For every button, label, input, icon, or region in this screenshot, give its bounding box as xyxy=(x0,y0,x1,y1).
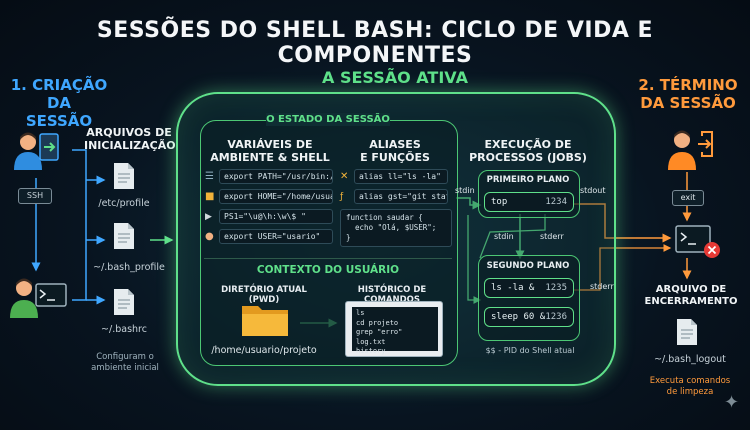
file-icon xyxy=(676,318,698,350)
var-user: export USER="usario" xyxy=(219,229,333,244)
logout-file-title-line2: ENCERRAMENTO xyxy=(644,296,738,307)
function-icon: ƒ xyxy=(340,191,344,202)
job-cmd: ls -la & xyxy=(491,283,535,293)
job-pid: 1234 xyxy=(545,197,567,207)
job-cmd: sleep 60 & xyxy=(491,312,546,322)
list-icon: ☰ xyxy=(205,171,214,182)
job-top: top 1234 xyxy=(484,192,574,212)
ssh-badge: SSH xyxy=(18,188,52,204)
creation-footer: Configuram o ambiente inicial xyxy=(84,352,166,374)
creation-heading: 1. CRIAÇÃO DA SESSÃO xyxy=(4,76,114,130)
aliases-title-line1: ALIASES xyxy=(369,138,421,151)
history-item: history xyxy=(356,347,386,355)
termination-heading-line1: 2. TÉRMINO xyxy=(638,76,738,94)
aliases-title-line2: E FUNÇÕES xyxy=(360,151,430,164)
creation-footer-line1: Configuram o xyxy=(96,352,154,362)
var-item: ▶ PS1="\u@\h:\w\$ " xyxy=(205,209,333,224)
job-pid: 1236 xyxy=(545,312,567,322)
termination-heading: 2. TÉRMINO DA SESSÃO xyxy=(630,76,746,112)
vars-list: ☰ export PATH="/usr/bin:/bin" ■ export H… xyxy=(205,169,333,244)
file-etc-profile: /etc/profile xyxy=(98,198,150,209)
creation-heading-line1: 1. CRIAÇÃO DA xyxy=(10,76,108,112)
history-item: cd projeto xyxy=(356,318,399,327)
exit-badge: exit xyxy=(672,190,704,206)
history-title: HISTÓRICO DE COMANDOS xyxy=(357,285,427,305)
creation-footer-line2: ambiente inicial xyxy=(91,363,159,373)
context-title: CONTEXTO DO USUÁRIO xyxy=(256,264,400,276)
file-icon xyxy=(113,222,135,254)
stdin-label-2: stdin xyxy=(494,232,514,241)
job-cmd: top xyxy=(491,197,508,207)
session-heading: A SESSÃO ATIVA xyxy=(322,68,468,87)
background-title: SEGUNDO PLANO xyxy=(486,261,570,271)
init-files-title: ARQUIVOS DE INICIALIZAÇÃO xyxy=(84,126,176,152)
termination-heading-line2: DA SESSÃO xyxy=(640,94,736,112)
stderr-label: stderr xyxy=(540,232,564,241)
vars-title-line2: AMBIENTE & SHELL xyxy=(210,151,330,164)
file-icon xyxy=(113,288,135,320)
foreground-title: PRIMEIRO PLANO xyxy=(486,175,570,185)
aliases-list: ✕ alias ll="ls -la" ƒ alias gst="git sta… xyxy=(340,169,452,247)
sparkle-icon: ✦ xyxy=(724,392,740,413)
jobs-title-line1: EXECUÇÃO DE xyxy=(484,138,572,151)
var-ps1: PS1="\u@\h:\w\$ " xyxy=(219,209,333,224)
file-bash-logout: ~/.bash_logout xyxy=(654,354,726,365)
alias-item: ƒ alias gst="git status" xyxy=(340,189,452,204)
page-title: SESSÕES DO SHELL BASH: CICLO DE VIDA E C… xyxy=(96,18,654,68)
job-pid: 1235 xyxy=(545,283,567,293)
session-state-label: O ESTADO DA SESSÃO xyxy=(266,113,390,126)
init-files-title-line1: ARQUIVOS DE xyxy=(86,126,172,139)
user-icon xyxy=(14,130,60,176)
var-item: ■ export HOME="/home/usuario" xyxy=(205,189,333,204)
divider xyxy=(204,258,452,259)
history-list: ls cd projeto grep "erro" log.txt histor… xyxy=(352,307,438,355)
logout-file-title: ARQUIVO DE ENCERRAMENTO xyxy=(636,284,746,308)
folder-icon: ■ xyxy=(205,191,215,202)
terminal-close-icon xyxy=(674,224,722,264)
folder-icon xyxy=(240,300,290,342)
jobs-title-line2: PROCESSOS (JOBS) xyxy=(469,151,587,164)
alias-ll: alias ll="ls -la" xyxy=(354,169,448,184)
pwd-title: DIRETÓRIO ATUAL (PWD) xyxy=(221,285,307,305)
user-exit-icon xyxy=(668,128,718,176)
file-icon xyxy=(113,162,135,194)
stdin-label: stdin xyxy=(455,186,475,195)
vars-title: VARIÁVEIS DE AMBIENTE & SHELL xyxy=(205,138,335,164)
file-bash-profile: ~/.bash_profile xyxy=(93,262,165,273)
var-home: export HOME="/home/usuario" xyxy=(219,189,333,204)
job-sleep: sleep 60 &1236 xyxy=(484,307,574,327)
tools-icon: ✕ xyxy=(340,171,349,182)
logout-file-title-line1: ARQUIVO DE xyxy=(655,284,727,295)
person-icon: ● xyxy=(205,231,214,242)
function-code: function saudar { echo "Olá, $USER"; } xyxy=(340,209,452,247)
var-path: export PATH="/usr/bin:/bin" xyxy=(219,169,333,184)
var-item: ☰ export PATH="/usr/bin:/bin" xyxy=(205,169,333,184)
stderr-label-2: stderr xyxy=(590,282,614,291)
stdout-label: stdout xyxy=(580,186,606,195)
file-bashrc: ~/.bashrc xyxy=(101,324,147,335)
aliases-title: ALIASES E FUNÇÕES xyxy=(340,138,450,164)
alias-item: ✕ alias ll="ls -la" xyxy=(340,169,452,184)
var-item: ● export USER="usario" xyxy=(205,229,333,244)
history-scroll: ls cd projeto grep "erro" log.txt histor… xyxy=(346,302,442,356)
creation-heading-line2: SESSÃO xyxy=(25,112,93,130)
termination-footer-line2: de limpeza xyxy=(666,387,714,397)
pid-note: $$ - PID do Shell atual xyxy=(485,346,575,355)
termination-footer: Executa comandos de limpeza xyxy=(640,376,740,398)
init-files-title-line2: INICIALIZAÇÃO xyxy=(84,139,176,152)
history-item: grep "erro" log.txt xyxy=(356,328,403,346)
vars-title-line1: VARIÁVEIS DE xyxy=(227,138,313,151)
user-terminal-icon xyxy=(10,276,70,324)
prompt-icon: ▶ xyxy=(205,211,212,222)
pwd-value: /home/usuario/projeto xyxy=(211,345,317,356)
termination-footer-line1: Executa comandos xyxy=(649,376,731,386)
jobs-title: EXECUÇÃO DE PROCESSOS (JOBS) xyxy=(468,138,588,164)
alias-gst: alias gst="git status" xyxy=(354,189,448,204)
job-ls: ls -la & 1235 xyxy=(484,278,574,298)
history-item: ls xyxy=(356,309,365,317)
